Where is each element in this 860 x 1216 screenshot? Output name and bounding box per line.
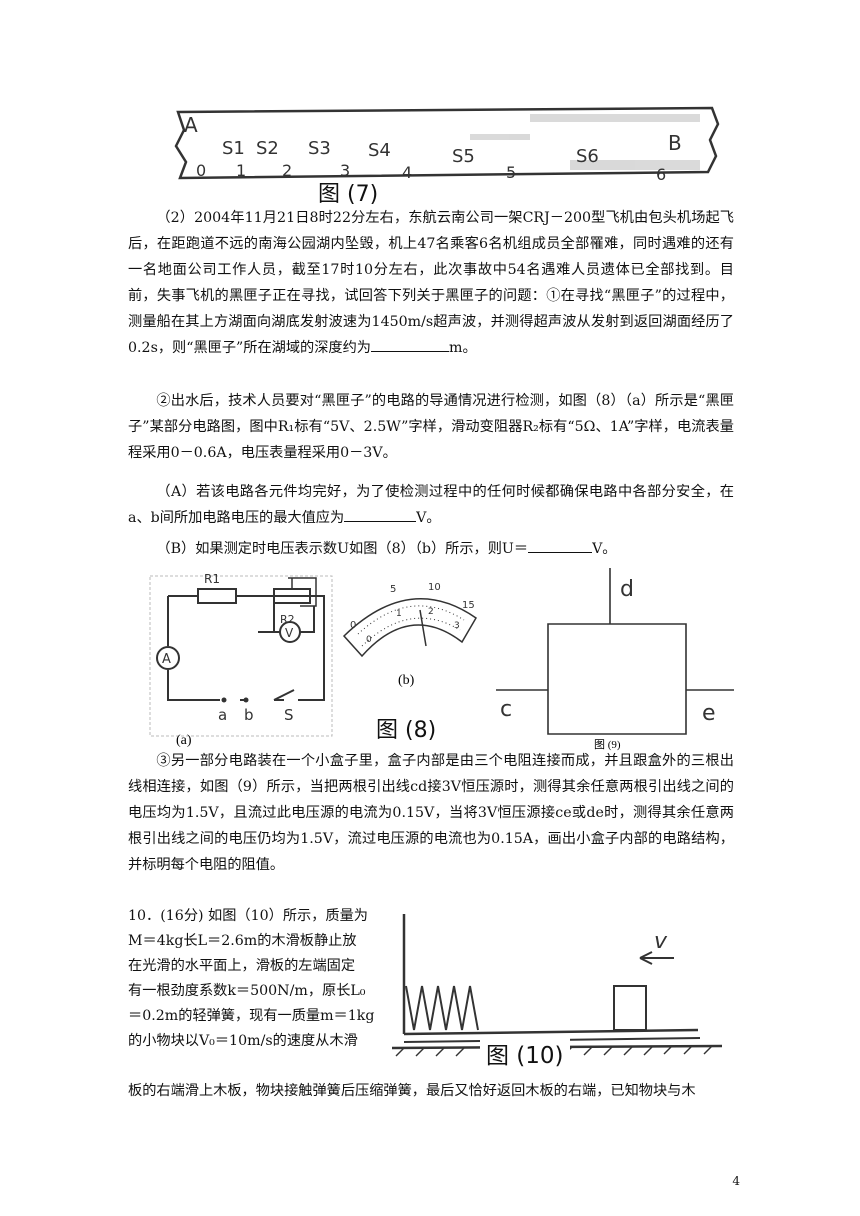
question-part-b-text: （B）如果测定时电压表示数U如图（8）（b）所示，则U＝ [156,541,529,557]
fig7-number: 4 [402,163,412,182]
q10-line: 有一根劲度系数k＝500N/m，原长L₀ [128,983,366,999]
spring-icon [405,985,479,1031]
ammeter-icon [156,646,180,670]
scale-top-tick: 0 [350,620,356,631]
unit-v: V。 [592,541,617,557]
answer-blank-u[interactable] [528,536,593,553]
fig7-number: 6 [656,165,666,184]
fig7-number: 1 [236,161,246,180]
fig7-label-b: B [668,131,682,155]
fig7-point: S2 [256,138,279,159]
fig7-point: S5 [452,146,475,167]
fig7-number: 3 [340,161,350,180]
black-box-outline [496,568,734,735]
scale-top-tick: 10 [428,582,441,593]
q10-line: M＝4kg长L＝2.6m的木滑板静止放 [128,933,357,949]
fig7-point: S1 [222,138,245,159]
question-part-a-text: （A）若该电路各元件均完好，为了使检测过程中的任何时候都确保电路中各部分安全，在… [128,484,734,526]
ammeter-label: A [162,652,171,667]
terminal-b: b [244,706,254,724]
switch-s-label: S [284,706,294,724]
fig8-caption: 图 (8) [376,718,437,743]
fig7-point: S4 [368,140,391,161]
label-r1: R1 [204,572,220,586]
question-part-2-2: ②出水后，技术人员要对“黑匣子”的电路的导通情况进行检测，如图（8）（a）所示是… [128,393,734,461]
question-part-b: （B）如果测定时电压表示数U如图（8）（b）所示，则U＝ V。 [128,536,734,562]
scale-bottom-tick: 0 [366,635,372,645]
question-10: 10．(16分) 如图（10）所示，质量为 M＝4kg长L＝2.6m的木滑板静止… [128,904,388,1054]
resistor-r1 [197,588,237,604]
fig8-sub-b: (b) [398,673,415,688]
scale-top-tick: 5 [390,584,396,595]
fig10-caption: 图 (10) [480,1036,570,1070]
scale-bottom-tick: 1 [396,609,402,619]
terminal-a: a [218,706,227,724]
fig9-caption: 图 (9) [594,738,621,751]
unit-m: m。 [448,340,477,356]
question-part-2: （2）2004年11月21日8时22分左右，东航云南公司一架CRJ－200型飞机… [128,205,734,361]
lead-e: e [702,701,716,726]
block-m [613,985,647,1031]
q10-last-line: 板的右端滑上木板，物块接触弹簧后压缩弹簧，最后又恰好返回木板的右端，已知物块与木 [128,1083,696,1099]
answer-blank-max-voltage[interactable] [344,505,417,522]
fig7-caption: 图 (7) [318,182,379,207]
lead-d: d [620,577,634,602]
q10-line: 的小物块以V₀＝10m/s的速度从木滑 [128,1033,358,1049]
fig7-label-a: A [184,113,198,137]
figure-8b-voltmeter-dial: 0 5 10 15 0 1 2 3 (b) [342,582,477,688]
figure-9-box: d c e 图 (9) [496,568,734,751]
lead-c: c [500,697,512,722]
dial-needle [419,609,427,647]
label-r2: R2 [280,613,295,626]
board-top [403,1028,699,1036]
velocity-arrow-icon [639,951,674,965]
page-number: 4 [732,1174,740,1188]
q10-line: ＝0.2m的轻弹簧，现有一质量m＝1kg [128,1008,375,1024]
question-part-a: （A）若该电路各元件均完好，为了使检测过程中的任何时候都确保电路中各部分安全，在… [128,479,734,531]
answer-blank-depth[interactable] [370,335,449,352]
fig7-point: S3 [308,138,331,159]
figure-8a-circuit: A V R1 R2 a b S (a) [149,572,333,748]
fig7-point: S6 [576,146,599,167]
question-part-2-text: （2）2004年11月21日8时22分左右，东航云南公司一架CRJ－200型飞机… [128,210,734,356]
fig7-number: 0 [196,161,206,180]
q10-line: 在光滑的水平面上，滑板的左端固定 [128,958,356,974]
fig7-number: 2 [282,161,292,180]
fig8-sub-a: (a) [176,733,192,748]
scale-bottom-tick: 2 [428,607,434,617]
q10-line: 10．(16分) 如图（10）所示，质量为 [128,908,368,924]
fig7-numbers: 0 1 2 3 4 5 6 [196,161,666,184]
fig7-number: 5 [506,163,516,182]
voltmeter-label: V [285,626,294,640]
question-part-2-3: ③另一部分电路装在一个小盒子里，盒子内部是由三个电阻连接而成，并且跟盒外的三根出… [128,753,734,873]
fig7-points: S1 S2 S3 S4 S5 S6 [222,138,599,167]
velocity-label: v [654,929,668,954]
scale-bottom-tick: 3 [454,621,460,631]
switch-s-icon [273,689,295,701]
unit-v: V。 [416,510,441,526]
figure-7: A B S1 S2 S3 S4 S5 S6 0 1 2 3 4 5 6 [174,106,720,184]
scale-top-tick: 15 [462,600,475,611]
